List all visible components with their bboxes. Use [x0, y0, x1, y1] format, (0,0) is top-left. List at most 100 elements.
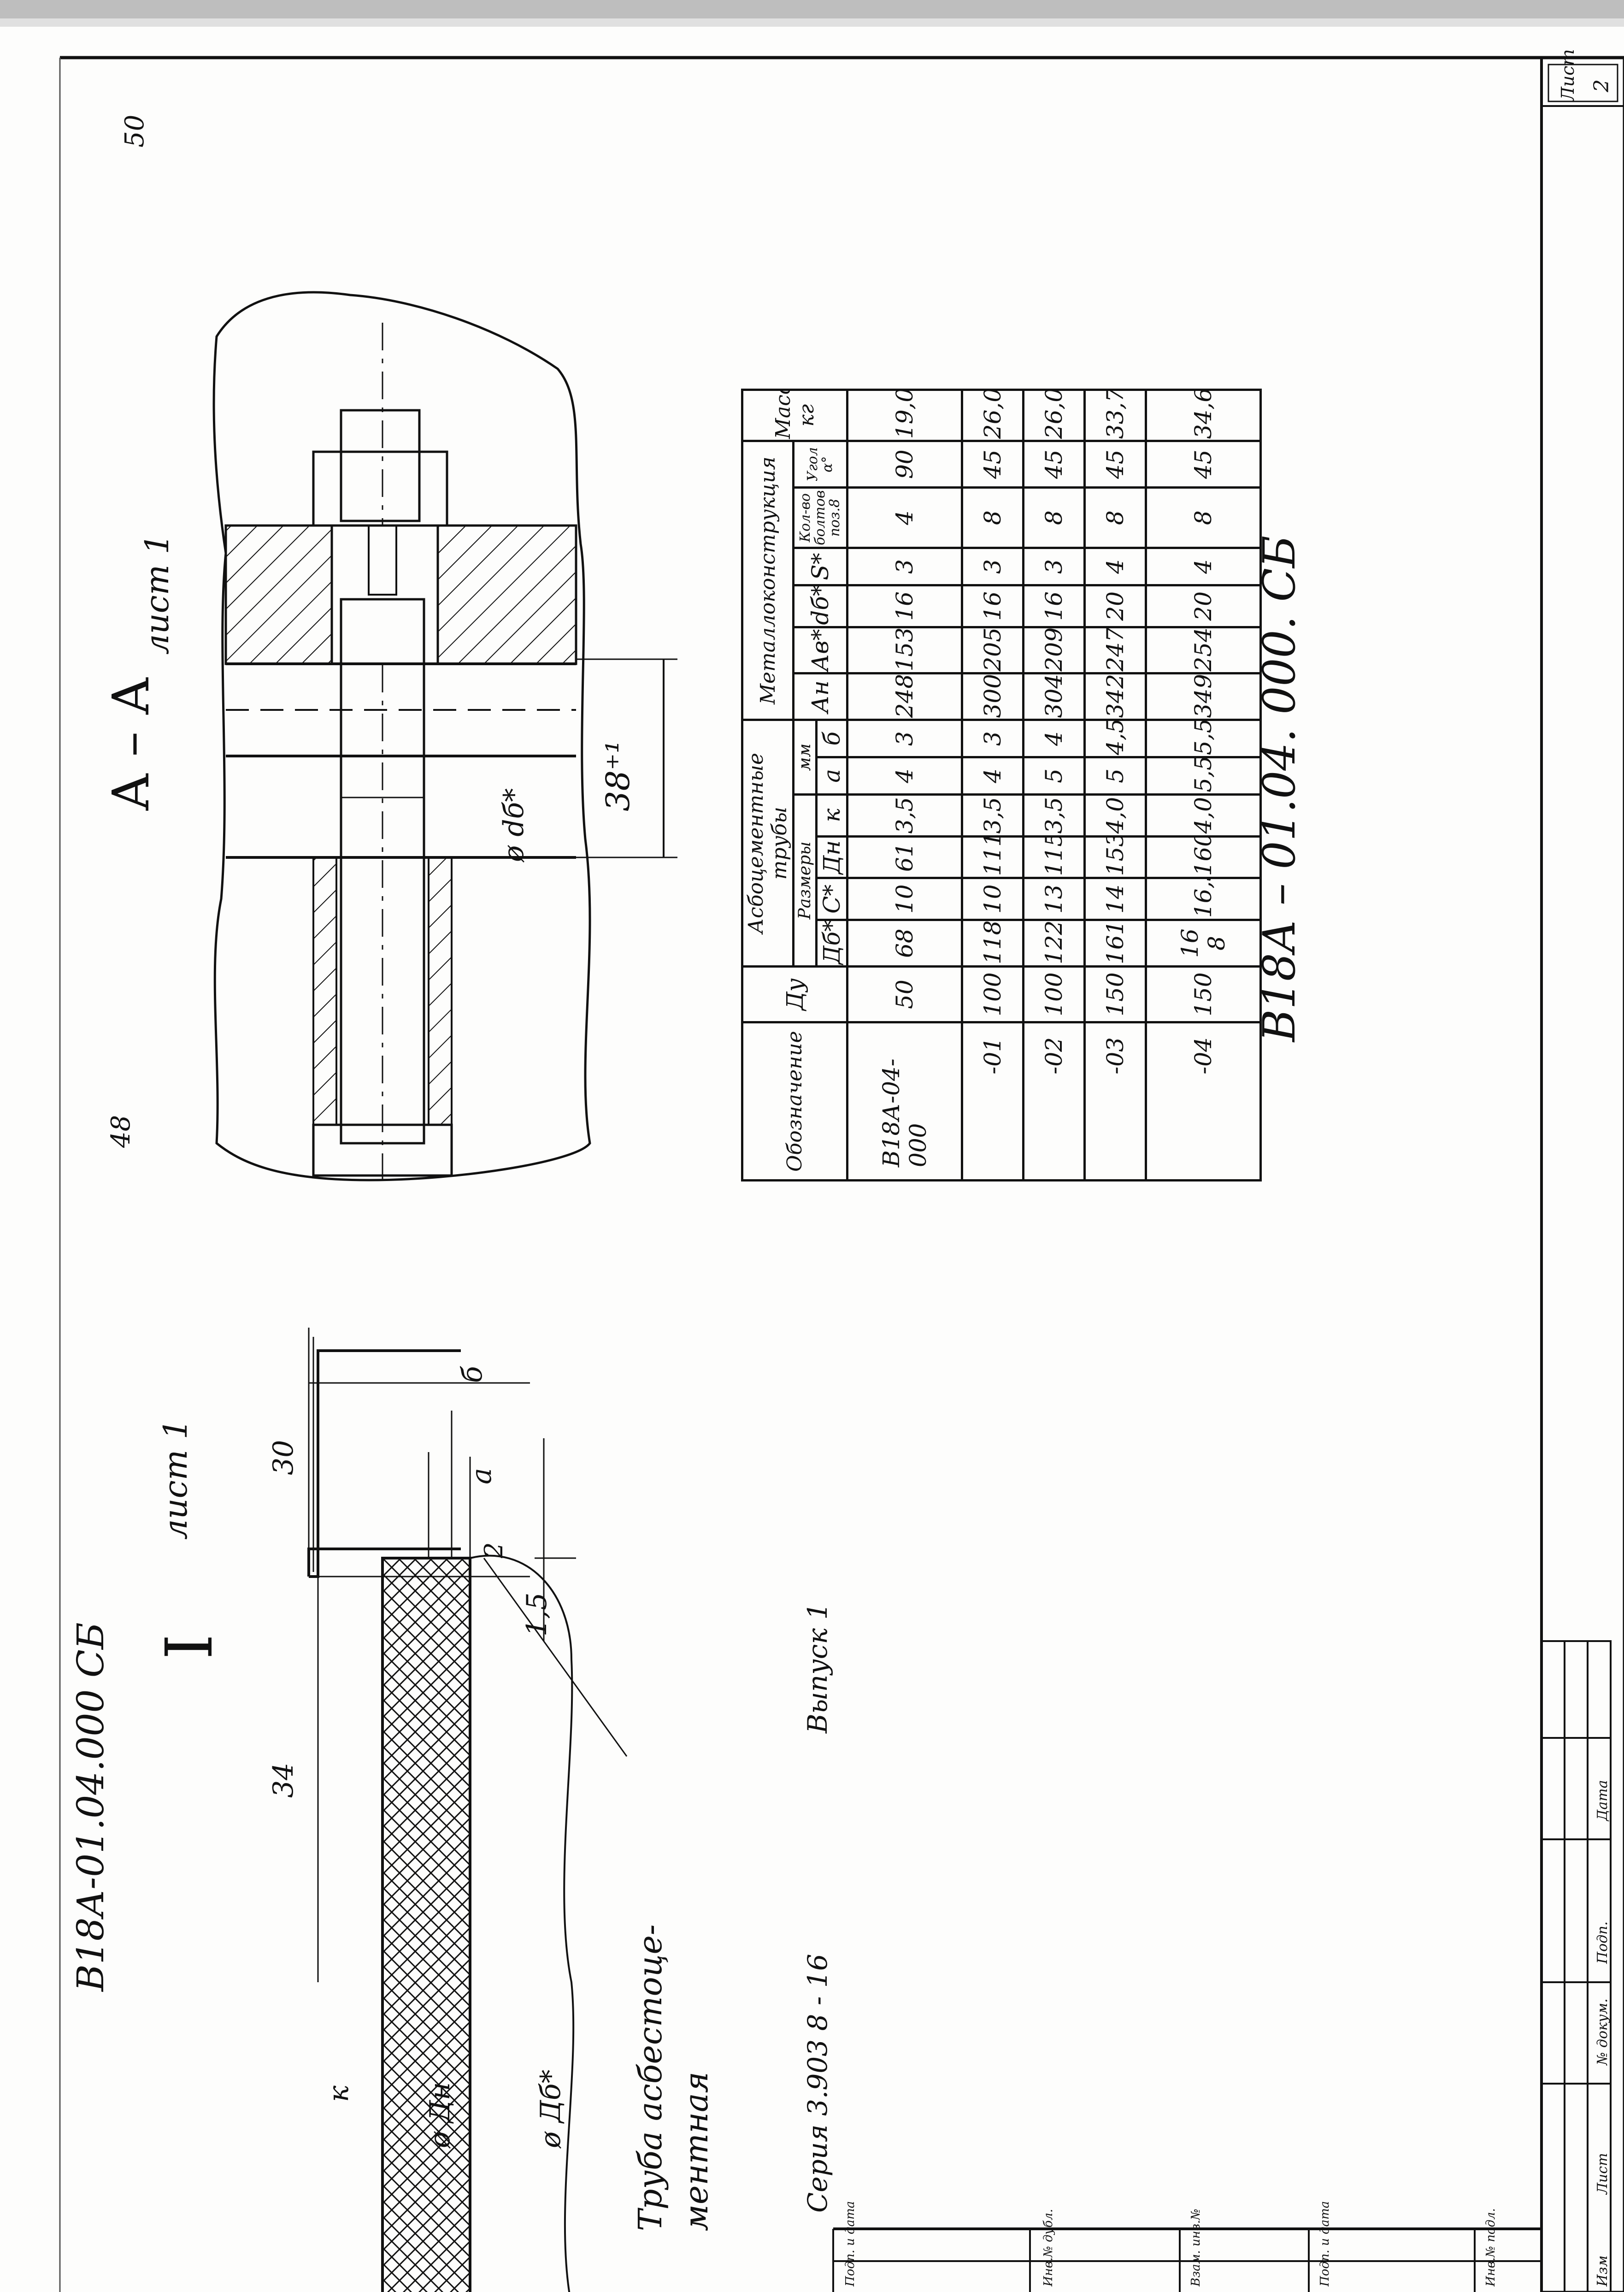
dim-db: ø Дб*	[535, 2069, 567, 2148]
dim-38: 38⁺¹	[599, 740, 637, 811]
cell-dn: 115	[1023, 836, 1085, 878]
cell-c: 10	[962, 878, 1024, 920]
cell-dn: 160	[1146, 836, 1261, 878]
stamp-col-date: Дата	[1595, 1780, 1611, 1821]
dim-30: 30	[267, 1440, 300, 1475]
table-row: -04 150 16 8 16,5 160 4,0 5,5 5,5 349 25…	[1146, 390, 1261, 1181]
cell-mass: 19,0	[847, 390, 962, 441]
cell-b: 3	[847, 720, 962, 757]
cell-designation: -02	[1023, 1022, 1085, 1181]
cell-du: 150	[1084, 966, 1146, 1022]
th-c: С*	[816, 878, 847, 920]
th-designation: Обозначение	[742, 1022, 847, 1181]
cell-dn: 111	[962, 836, 1024, 878]
table-row: В18А-04-000 50 68 10 61 3,5 4 3 248 153 …	[847, 390, 962, 1181]
th-bolts: Кол-во болтов поз.8	[793, 487, 847, 548]
detail-i-drawing	[307, 1328, 628, 2292]
cell-designation: -01	[962, 1022, 1024, 1181]
cell-k: 3,5	[1023, 794, 1085, 837]
cell-dbolt: 16	[847, 585, 962, 627]
dim-a: а	[465, 1468, 498, 1484]
cell-db: 16 8	[1146, 920, 1261, 967]
table-row: -03 150 161 14 153 4,0 5 4,5 342 247 20 …	[1084, 390, 1146, 1181]
th-db: Дб*	[816, 920, 847, 967]
cell-a: 5	[1023, 757, 1085, 795]
cell-designation: -03	[1084, 1022, 1146, 1181]
th-an: Ан	[793, 673, 847, 720]
cell-s: 4	[1146, 548, 1261, 585]
dim-bolt-diameter: ø dб*	[498, 788, 530, 862]
cell-dbolt: 20	[1084, 585, 1146, 627]
cell-a: 5,5	[1146, 757, 1261, 795]
cell-bolts: 4	[847, 487, 962, 548]
cell-mass: 26,0	[962, 390, 1024, 441]
cell-av: 247	[1084, 627, 1146, 673]
cell-av: 209	[1023, 627, 1085, 673]
dim-34: 34	[267, 1762, 300, 1798]
cell-angle: 90	[847, 441, 962, 488]
stamp-col-izm: Изм	[1595, 2255, 1611, 2286]
th-mm: мм	[793, 720, 817, 795]
th-mass: Масса кг	[742, 390, 847, 441]
section-aa-title: А – А	[101, 677, 160, 811]
cell-db: 68	[847, 920, 962, 967]
cell-bolts: 8	[962, 487, 1024, 548]
cell-db: 118	[962, 920, 1024, 967]
cell-c: 13	[1023, 878, 1085, 920]
stamp-col-doc: № докум.	[1595, 1998, 1611, 2065]
parameters-table: Обозначение Ду Асбоцементные трубы Метал…	[741, 389, 1262, 1181]
cell-s: 3	[1023, 548, 1085, 585]
cell-bolts: 8	[1084, 487, 1146, 548]
th-pipe-group: Асбоцементные трубы	[742, 720, 794, 967]
bottom-strip	[832, 2229, 1542, 2292]
section-aa-sheet-ref: лист 1	[138, 533, 176, 655]
th-dn: Дн	[816, 836, 847, 878]
th-av: Ав*	[793, 627, 847, 673]
cell-a: 4	[847, 757, 962, 795]
th-dbolt: dб*	[793, 585, 847, 627]
th-angle: Угол α°	[793, 441, 847, 488]
th-a: а	[816, 757, 847, 795]
cell-dn: 153	[1084, 836, 1146, 878]
cell-s: 3	[962, 548, 1024, 585]
cell-angle: 45	[1146, 441, 1261, 488]
strip-label-4: Инв.№ подл.	[1484, 2208, 1498, 2286]
cell-mass: 26,0	[1023, 390, 1085, 441]
cell-db: 161	[1084, 920, 1146, 967]
stamp-sheet-label: Лист	[1558, 49, 1578, 102]
cell-dbolt: 20	[1146, 585, 1261, 627]
cell-designation: В18А-04-000	[847, 1022, 962, 1181]
cell-k: 4,0	[1146, 794, 1261, 837]
pipe-label-1: Труба асбестоце-	[631, 1924, 669, 2231]
cell-du: 100	[962, 966, 1024, 1022]
sheet-number: 50	[120, 114, 150, 148]
section-aa-drawing	[212, 291, 677, 1181]
cell-du: 150	[1146, 966, 1261, 1022]
strip-label-3: Подп. и дата	[1318, 2201, 1332, 2286]
cell-a: 5	[1084, 757, 1146, 795]
th-b: б	[816, 720, 847, 757]
pipe-label-2: ментная	[677, 2071, 715, 2231]
page-number: 48	[106, 1115, 136, 1148]
cell-dbolt: 16	[962, 585, 1024, 627]
th-metal-group: Металлоконструкция	[742, 441, 794, 720]
cell-angle: 45	[1023, 441, 1085, 488]
cell-k: 3,5	[847, 794, 962, 837]
cell-mass: 34,6	[1146, 390, 1261, 441]
cell-b: 4	[1023, 720, 1085, 757]
strip-label-1: Инв.№ дубл.	[1041, 2209, 1055, 2286]
issue-label: Выпуск 1	[802, 1602, 833, 1733]
cell-a: 4	[962, 757, 1024, 795]
th-sizes: Размеры	[793, 794, 817, 967]
cell-du: 100	[1023, 966, 1085, 1022]
dim-2: 2	[479, 1542, 508, 1558]
cell-dn: 61	[847, 836, 962, 878]
cell-b: 3	[962, 720, 1024, 757]
detail-i-sheet-ref: лист 1	[157, 1418, 194, 1540]
cell-av: 254	[1146, 627, 1261, 673]
table-row: -01 100 118 10 111 3,5 4 3 300 205 16 3 …	[962, 390, 1024, 1181]
cell-db: 122	[1023, 920, 1085, 967]
strip-label-0: Подп. и дата	[843, 2201, 857, 2286]
